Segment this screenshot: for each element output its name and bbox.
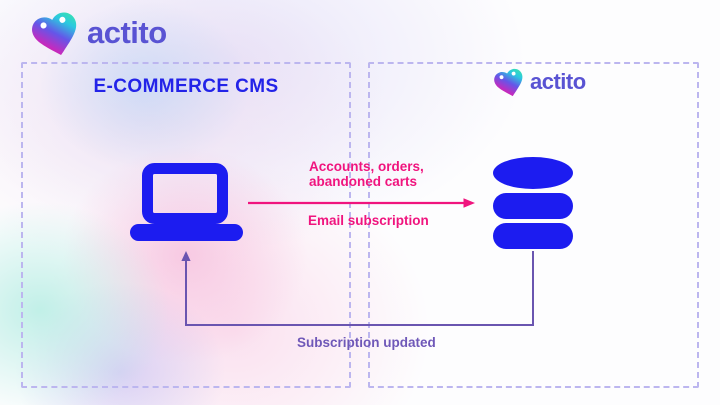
brand-wordmark: actito xyxy=(530,69,586,94)
actito-box xyxy=(368,62,699,388)
laptop-icon xyxy=(130,163,243,241)
actito-heart-icon xyxy=(494,68,523,97)
forward-flow-top-label-line2: abandoned carts xyxy=(309,173,418,189)
forward-flow-top-label-line1: Accounts, orders, xyxy=(309,159,424,174)
actito-heart-icon xyxy=(32,12,77,56)
forward-flow-bottom-label: Email subscription xyxy=(308,213,429,228)
ecommerce-cms-box xyxy=(21,62,351,388)
brand-wordmark: actito xyxy=(87,15,167,50)
database-icon xyxy=(493,157,573,249)
actito-logo-right-box: actito xyxy=(492,66,586,98)
actito-logo-header: actito xyxy=(28,8,167,58)
return-flow-label: Subscription updated xyxy=(297,335,436,350)
forward-flow-top-label: Accounts, orders, abandoned carts xyxy=(309,159,424,189)
left-box-title: E-COMMERCE CMS xyxy=(93,76,279,97)
